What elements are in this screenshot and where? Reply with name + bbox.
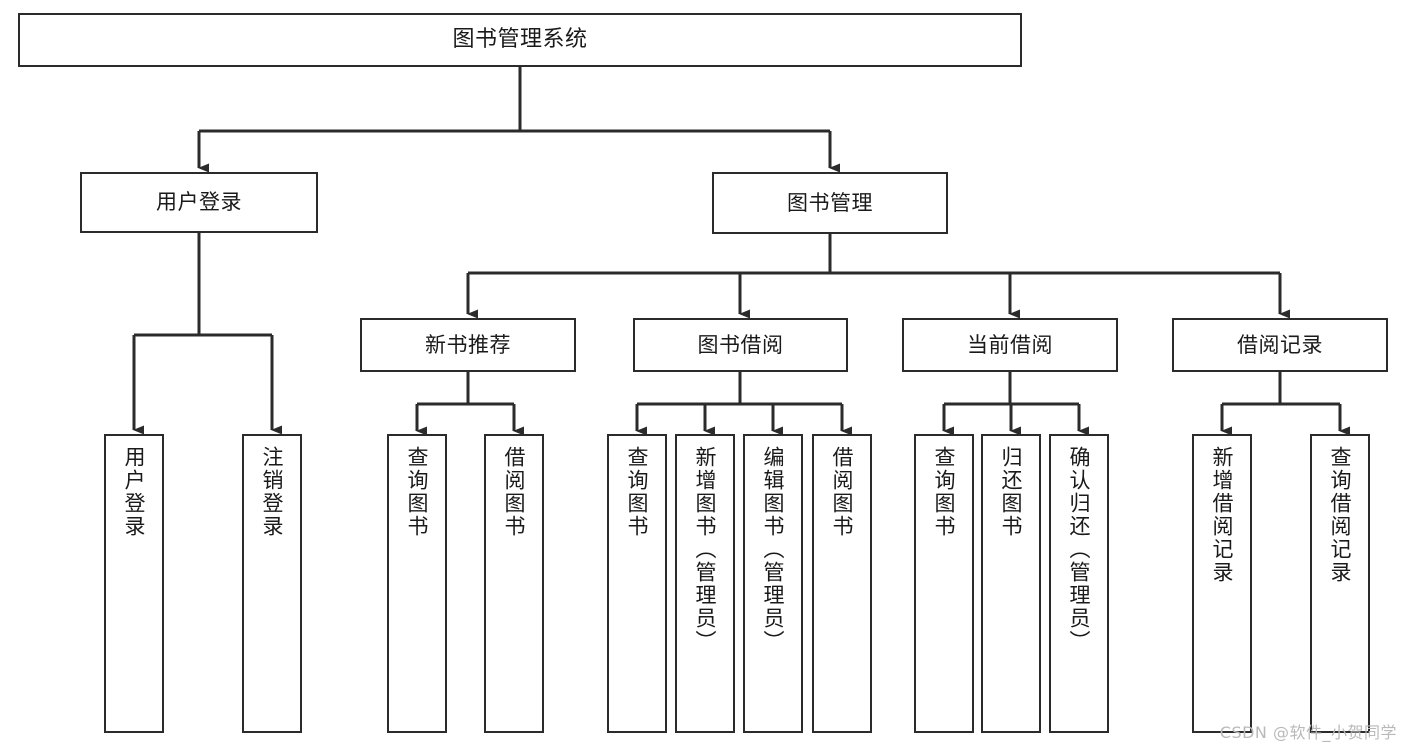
- node-label: 用户登录: [122, 446, 147, 538]
- node-label: 图书借阅: [697, 332, 784, 357]
- node-label: 注销登录: [260, 446, 285, 538]
- leaf-record-query-record[interactable]: 查询借阅记录: [1310, 434, 1370, 733]
- leaf-current-return-book[interactable]: 归还图书: [981, 434, 1041, 733]
- node-label: 查询图书: [625, 446, 650, 538]
- leaf-borrow-query-book[interactable]: 查询图书: [607, 434, 667, 733]
- leaf-borrow-add-book-admin[interactable]: 新增图书（管理员）: [675, 434, 735, 733]
- node-label: 图书管理系统: [452, 27, 588, 53]
- node-book-management[interactable]: 图书管理: [712, 172, 948, 234]
- leaf-new-book-query[interactable]: 查询图书: [387, 434, 447, 733]
- node-label: 查询图书: [932, 446, 957, 538]
- leaf-current-confirm-return-admin[interactable]: 确认归还（管理员）: [1049, 434, 1109, 733]
- node-label: 借阅记录: [1237, 332, 1323, 357]
- leaf-borrow-borrow-book[interactable]: 借阅图书: [812, 434, 872, 733]
- node-label: 归还图书: [999, 446, 1024, 538]
- node-label: 新增借阅记录: [1210, 446, 1235, 584]
- node-label: 借阅图书: [502, 446, 527, 538]
- node-label: 当前借阅: [967, 332, 1053, 357]
- leaf-new-book-borrow[interactable]: 借阅图书: [484, 434, 544, 733]
- node-book-borrow[interactable]: 图书借阅: [633, 318, 848, 372]
- leaf-borrow-edit-book-admin[interactable]: 编辑图书（管理员）: [743, 434, 803, 733]
- node-root-system[interactable]: 图书管理系统: [18, 13, 1022, 67]
- node-label: 查询图书: [405, 446, 430, 538]
- node-label: 新书推荐: [425, 332, 511, 357]
- node-label: 用户登录: [156, 190, 242, 215]
- node-current-borrow[interactable]: 当前借阅: [902, 318, 1118, 372]
- node-label: 新增图书（管理员）: [693, 446, 718, 653]
- node-label: 编辑图书（管理员）: [761, 446, 786, 653]
- leaf-user-login-logout[interactable]: 注销登录: [242, 434, 302, 733]
- leaf-record-add-record[interactable]: 新增借阅记录: [1192, 434, 1252, 733]
- node-new-book-recommend[interactable]: 新书推荐: [360, 318, 576, 372]
- node-label: 查询借阅记录: [1328, 446, 1353, 584]
- csdn-watermark: CSDN @软件_小贺同学: [1219, 723, 1397, 742]
- node-borrow-record[interactable]: 借阅记录: [1172, 318, 1388, 372]
- node-label: 确认归还（管理员）: [1067, 446, 1092, 653]
- node-label: 借阅图书: [830, 446, 855, 538]
- leaf-current-query-book[interactable]: 查询图书: [914, 434, 974, 733]
- node-user-login[interactable]: 用户登录: [80, 172, 318, 233]
- node-label: 图书管理: [787, 190, 873, 215]
- leaf-user-login-login[interactable]: 用户登录: [104, 434, 164, 733]
